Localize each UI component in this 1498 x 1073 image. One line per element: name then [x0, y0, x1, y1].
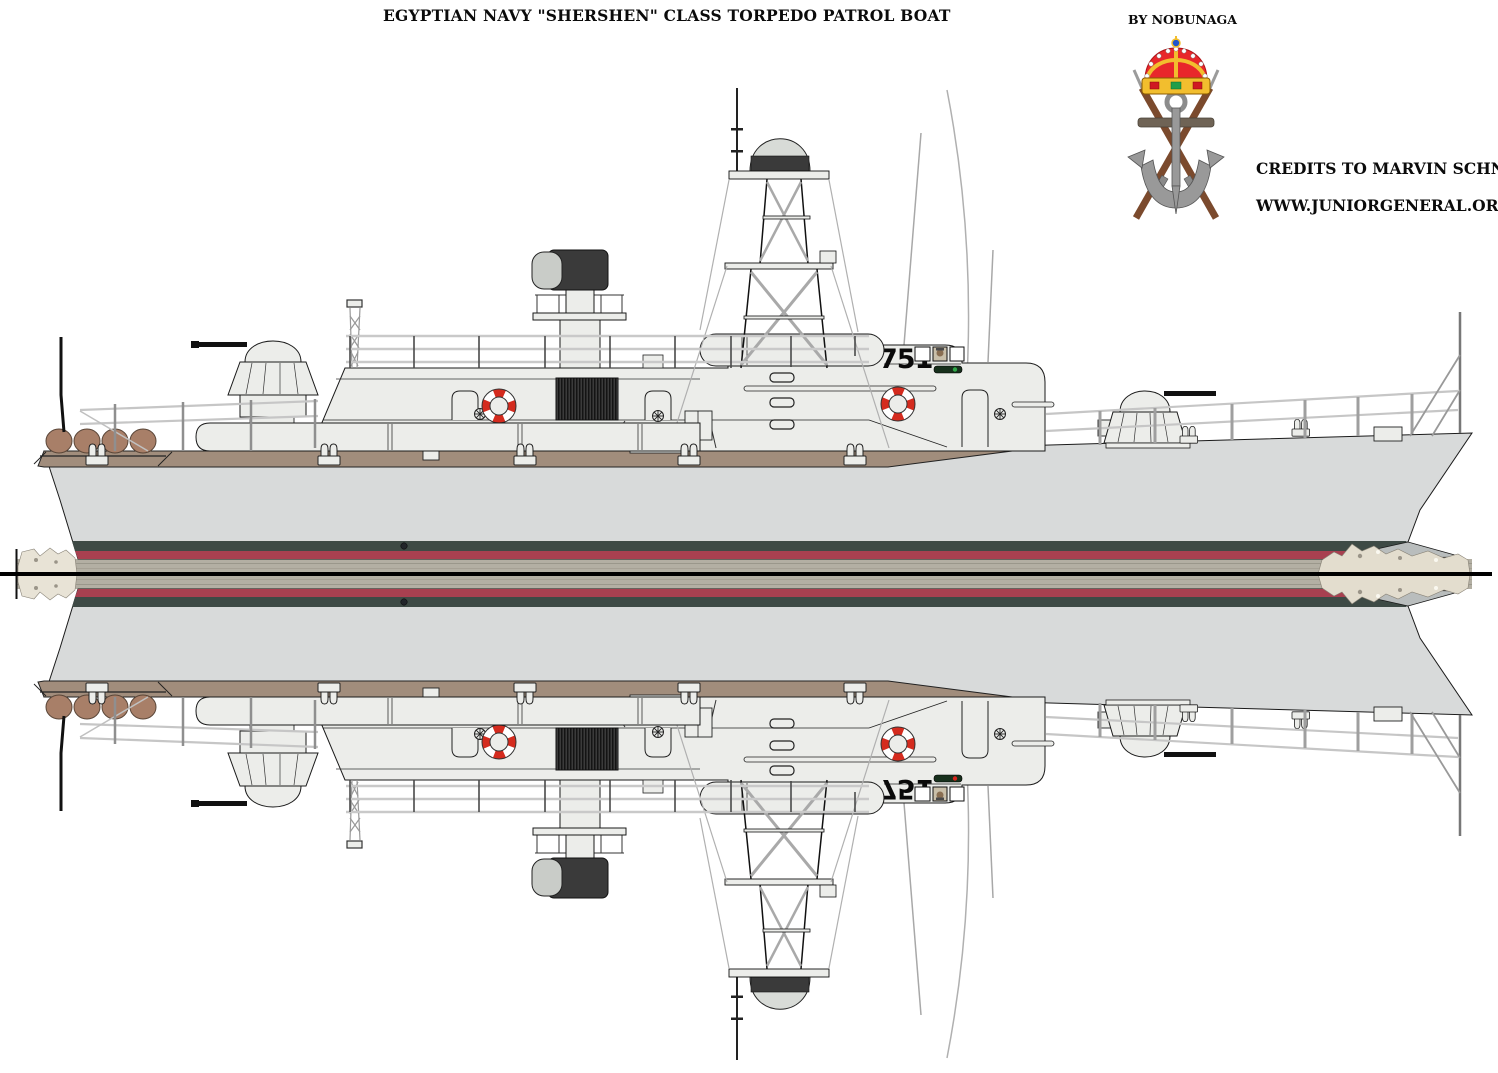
bow-winch-box [1373, 706, 1403, 722]
antifouling-stripe [75, 551, 1420, 559]
bridge-ladder-rungs [769, 718, 795, 776]
stern-antenna [59, 337, 66, 433]
handwheel-icon [994, 408, 1006, 420]
waterline [0, 572, 1492, 574]
mast-upper-section [758, 178, 811, 265]
nav-light-dot [952, 367, 958, 372]
bow-wake-foam [1317, 574, 1471, 605]
door [451, 727, 479, 758]
main-mast [667, 696, 890, 1060]
engine-intake-grille [555, 727, 619, 771]
wheelhouse: 751 [879, 773, 965, 804]
foredeck-railing [1045, 703, 1462, 836]
signal-mast [346, 779, 363, 849]
door [451, 390, 479, 421]
hull [37, 588, 1473, 716]
gun-barrel [1164, 391, 1216, 396]
crown-icon [1141, 36, 1211, 95]
handwheel-icon [652, 410, 664, 422]
handwheel-icon [994, 728, 1006, 740]
handrail-bar [1011, 401, 1055, 408]
torpedo-tube-aft [195, 696, 701, 726]
bow-winch-box [1373, 426, 1403, 442]
handrail-bar [1011, 740, 1055, 747]
author-byline: BY NOBUNAGA [1128, 12, 1237, 27]
stern-railing [79, 696, 319, 749]
anchor-icon [1127, 90, 1225, 215]
bow-wake-foam [1317, 543, 1471, 574]
radar-pedestal [531, 249, 627, 369]
gun-barrel [1164, 752, 1216, 757]
nav-light [933, 774, 963, 783]
nav-light [933, 365, 963, 374]
gun-barrel [195, 342, 247, 347]
gun-barrel [195, 801, 247, 806]
website-url: WWW.JUNIORGENERAL.ORG [1256, 196, 1498, 215]
forward-gun-turret [1103, 390, 1216, 449]
stern-wake-foam [15, 574, 78, 601]
fire-control-radar-icon [531, 857, 609, 899]
foredeck-railing [1045, 312, 1462, 445]
deckhouse-railing [346, 780, 869, 814]
ship-reflection-svg: 751 [0, 574, 1492, 1060]
guy-wires [667, 179, 890, 452]
fire-control-radar-icon [531, 249, 609, 291]
forward-gun-turret [1103, 699, 1216, 758]
stern-railing [79, 399, 319, 452]
stern-wake-foam [15, 547, 78, 574]
antifouling-stripe [75, 589, 1420, 597]
door-forward [961, 701, 989, 759]
turret-dome [244, 785, 302, 808]
bridge-ladder-rungs [769, 372, 795, 430]
boot-stripe [72, 541, 1412, 551]
deckhouse-railing [346, 334, 869, 368]
naval-crest-icon [1127, 36, 1225, 220]
turret-skirt [227, 361, 319, 396]
bridge-window [949, 346, 965, 362]
hull-drain-port [400, 542, 408, 550]
bridge-window-crew [932, 786, 948, 802]
engine-intake-grille [555, 377, 619, 421]
guy-wires [667, 696, 890, 969]
hull [37, 432, 1473, 560]
nav-light-dot [952, 776, 958, 781]
water-band [16, 559, 1472, 574]
radome-icon [749, 976, 811, 1010]
hull-drain-port [400, 598, 408, 606]
waterline [0, 574, 1492, 576]
turret-skirt [227, 752, 319, 787]
wheelhouse: 751 [879, 344, 965, 375]
radar-pedestal [531, 779, 627, 899]
torpedo-tube-aft [195, 422, 701, 452]
door-forward [961, 389, 989, 447]
page-title: EGYPTIAN NAVY "SHERSHEN" CLASS TORPEDO P… [383, 6, 951, 25]
handwheel-icon [652, 726, 664, 738]
bridge-window-crew [932, 346, 948, 362]
mast-upper-section [758, 883, 811, 970]
bridge-window [914, 786, 931, 802]
stern-antenna [59, 715, 66, 811]
boot-stripe [72, 597, 1412, 607]
credit-line: CREDITS TO MARVIN SCHNECK [1256, 159, 1498, 178]
radome-icon [749, 138, 811, 172]
bridge-window [914, 346, 931, 362]
water-band [16, 574, 1472, 589]
turret-dome [244, 340, 302, 363]
ship-profile-svg: 751 [0, 88, 1492, 574]
bridge-window [949, 786, 965, 802]
